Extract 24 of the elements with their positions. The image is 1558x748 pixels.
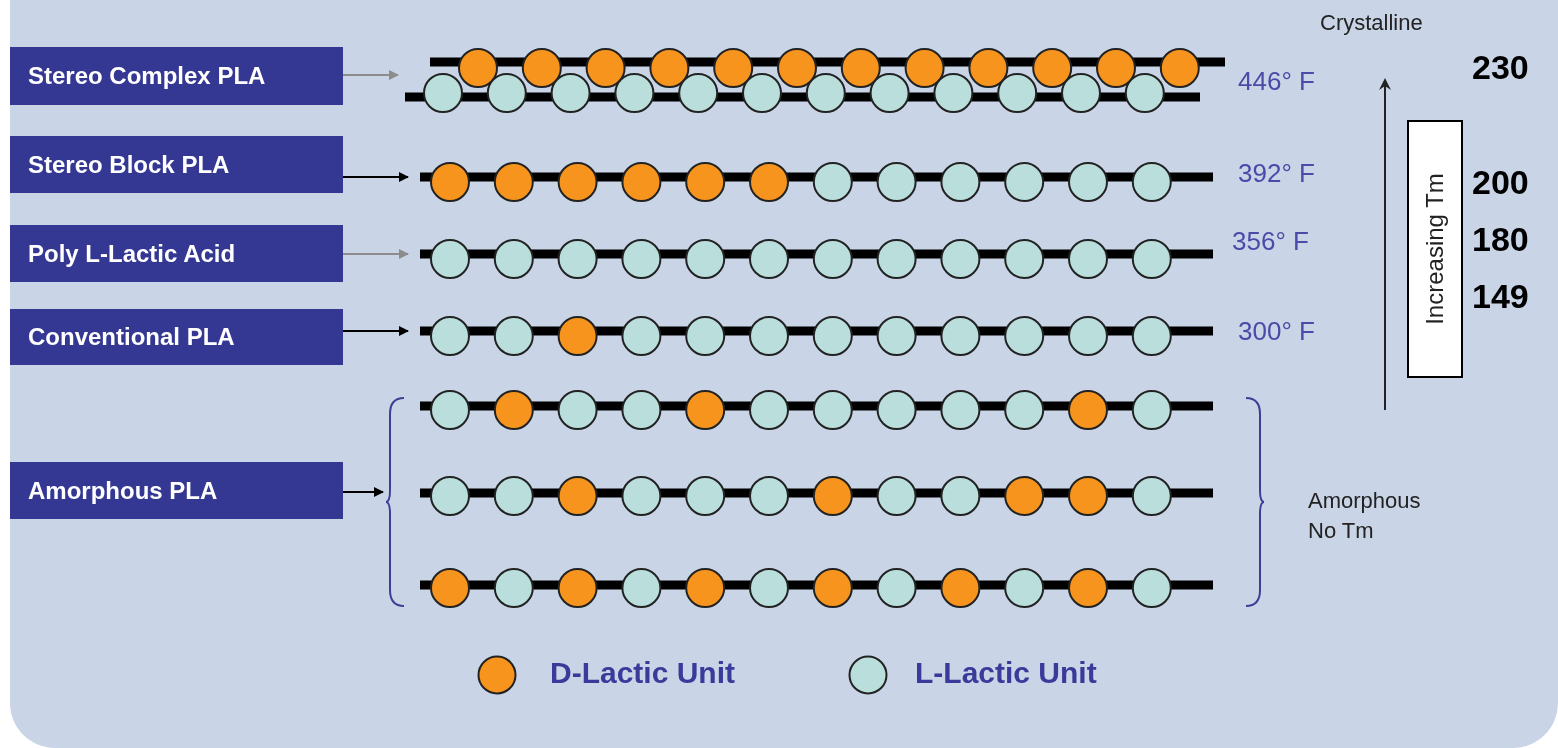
label-box <box>1407 120 1463 378</box>
arrow <box>342 70 399 80</box>
temperature-label: 356° F <box>1232 226 1309 257</box>
category-label: Poly L-Lactic Acid <box>10 225 343 282</box>
arrow <box>342 172 409 182</box>
category-label: Stereo Complex PLA <box>10 47 343 105</box>
value-label: 200 <box>1472 163 1529 202</box>
temperature-label: 446° F <box>1238 66 1315 97</box>
value-label: 230 <box>1472 48 1529 87</box>
value-label: 180 <box>1472 220 1529 259</box>
legend-label: D-Lactic Unit <box>550 656 735 690</box>
temperature-label: 392° F <box>1238 158 1315 189</box>
legend-label: L-Lactic Unit <box>915 656 1097 690</box>
temperature-label: 300° F <box>1238 316 1315 347</box>
arrow <box>342 487 384 497</box>
axis-label: Crystalline <box>1320 10 1423 36</box>
axis-label: Increasing Tm <box>1421 173 1449 325</box>
arrow <box>342 249 409 259</box>
category-label: Stereo Block PLA <box>10 136 343 193</box>
value-label: 149 <box>1472 277 1529 316</box>
arrow <box>342 326 409 336</box>
category-label: Conventional PLA <box>10 309 343 365</box>
annotation-text: Amorphous No Tm <box>1308 487 1422 545</box>
category-label: Amorphous PLA <box>10 462 343 519</box>
